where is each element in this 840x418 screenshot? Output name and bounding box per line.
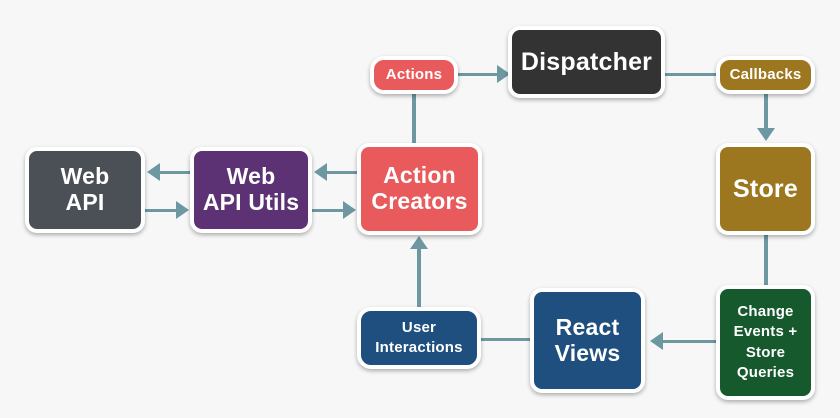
arrowhead-to-react-views — [650, 332, 663, 350]
node-callbacks-label: Callbacks — [729, 65, 802, 83]
edge-store-to-change-events — [764, 233, 768, 288]
edge-action-creators-to-actions — [412, 92, 416, 146]
node-react-views-label: React Views — [554, 313, 621, 366]
node-user-interactions[interactable]: User Interactions — [357, 307, 481, 369]
node-store-label: Store — [733, 175, 798, 203]
node-web-api[interactable]: Web API — [25, 147, 145, 233]
node-dispatcher-label: Dispatcher — [520, 48, 653, 76]
arrowhead-to-store — [757, 128, 775, 141]
node-callbacks[interactable]: Callbacks — [716, 56, 815, 94]
edge-web-api-utils-to-web-api — [160, 171, 193, 174]
edge-action-creators-to-web-api-utils — [325, 171, 360, 174]
edge-user-interactions-to-action-creators — [417, 248, 421, 310]
arrowhead-to-web-api-utils — [314, 163, 327, 181]
node-dispatcher[interactable]: Dispatcher — [508, 26, 665, 98]
edge-web-api-utils-to-action-creators — [311, 209, 344, 212]
edge-web-api-to-web-api-utils — [144, 209, 177, 212]
node-change-events-store-queries[interactable]: Change Events + Store Queries — [716, 285, 815, 400]
node-web-api-label: Web API — [60, 163, 110, 215]
arrowhead-to-action-creators — [343, 201, 356, 219]
node-store[interactable]: Store — [716, 143, 815, 235]
node-react-views[interactable]: React Views — [530, 288, 645, 393]
node-actions-label: Actions — [385, 65, 443, 83]
node-change-events-label: Change Events + Store Queries — [733, 303, 798, 381]
arrowhead-to-web-api-utils-lower — [176, 201, 189, 219]
edge-react-views-to-user-interactions — [478, 338, 534, 341]
arrowhead-to-action-creators-up — [410, 236, 428, 249]
edge-callbacks-to-store — [764, 92, 768, 132]
node-action-creators[interactable]: Action Creators — [357, 143, 482, 235]
edge-dispatcher-to-callbacks — [663, 73, 719, 76]
arrowhead-to-web-api — [147, 163, 160, 181]
node-user-interactions-label: User Interactions — [375, 318, 463, 356]
arrowhead-to-dispatcher — [497, 65, 510, 83]
node-actions[interactable]: Actions — [370, 56, 458, 94]
node-web-api-utils[interactable]: Web API Utils — [190, 147, 312, 233]
node-web-api-utils-label: Web API Utils — [202, 163, 300, 215]
edge-change-events-to-react-views — [663, 340, 719, 343]
edge-actions-to-dispatcher — [457, 73, 499, 76]
node-action-creators-label: Action Creators — [371, 162, 468, 214]
